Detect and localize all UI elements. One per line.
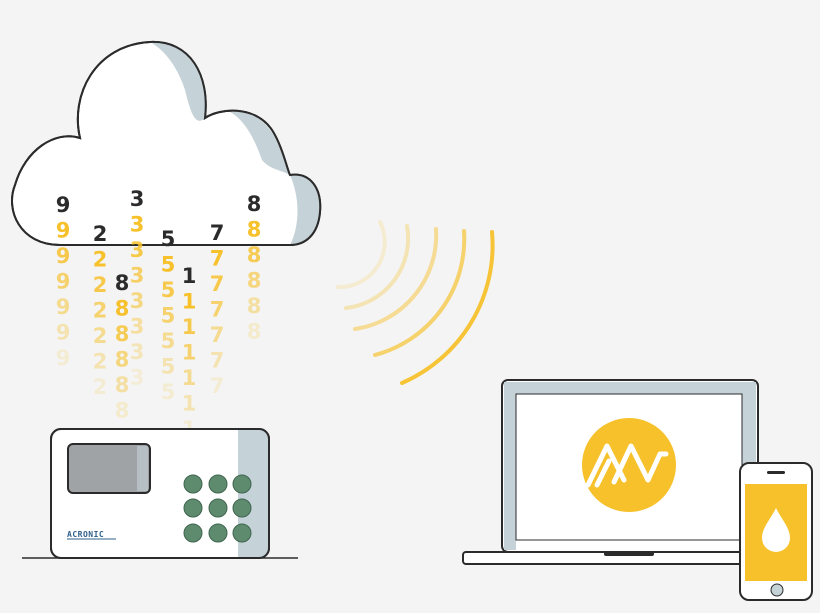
stream-trail-digit: 9	[56, 321, 71, 345]
smartphone-icon	[739, 462, 813, 601]
stream-trail-digit: 8	[115, 297, 130, 321]
stream-trail-digit: 1	[182, 290, 197, 314]
stream-trail-digit: 1	[182, 315, 197, 339]
stream-digit: 1	[182, 264, 197, 288]
stream-trail-digit: 3	[130, 340, 145, 364]
stream-digit: 3	[130, 187, 145, 211]
stream-trail-digit: 7	[210, 298, 225, 322]
stream-trail-digit: 1	[182, 341, 197, 365]
stream-trail-digit: 9	[56, 219, 71, 243]
stream-trail-digit: 2	[93, 324, 108, 348]
stream-trail-digit: 8	[247, 218, 262, 242]
stream-trail-digit: 3	[130, 289, 145, 313]
stream-trail-digit: 3	[130, 213, 145, 237]
stream-trail-digit: 9	[56, 270, 71, 294]
keypad	[183, 474, 252, 543]
stream-trail-digit: 7	[210, 323, 225, 347]
device-screen	[67, 443, 151, 494]
stream-trail-digit: 2	[93, 273, 108, 297]
stream-digit: 8	[115, 271, 130, 295]
stream-trail-digit: 1	[182, 392, 197, 416]
stream-trail-digit: 1	[182, 366, 197, 390]
stream-trail-digit: 5	[161, 304, 176, 328]
stream-digit: 8	[247, 192, 262, 216]
stream-trail-digit: 2	[93, 248, 108, 272]
wifi-signal-icon	[336, 220, 495, 385]
stream-trail-digit: 5	[161, 355, 176, 379]
stream-trail-digit: 3	[130, 315, 145, 339]
stream-trail-digit: 7	[210, 247, 225, 271]
water-drop-icon	[762, 508, 790, 552]
digit-streams: 9999999222222288888833333333555555511111…	[56, 187, 262, 441]
stream-trail-digit: 8	[247, 294, 262, 318]
stream-digit: 9	[56, 193, 71, 217]
stream-trail-digit: 2	[93, 375, 108, 399]
stream-digit: 2	[93, 222, 108, 246]
stream-trail-digit: 7	[210, 374, 225, 398]
stream-trail-digit: 8	[115, 322, 130, 346]
stream-trail-digit: 8	[247, 243, 262, 267]
aw-logo-icon	[582, 418, 676, 512]
device-brand: ACRONIC	[67, 530, 104, 539]
stream-trail-digit: 3	[130, 264, 145, 288]
stream-trail-digit: 5	[161, 253, 176, 277]
stream-trail-digit: 8	[115, 373, 130, 397]
stream-trail-digit: 9	[56, 244, 71, 268]
stream-trail-digit: 2	[93, 350, 108, 374]
laptop-icon	[462, 379, 798, 565]
stream-trail-digit: 9	[56, 346, 71, 370]
irrigation-controller: ACRONIC	[22, 428, 302, 559]
stream-trail-digit: 7	[210, 349, 225, 373]
stream-trail-digit: 8	[115, 348, 130, 372]
stream-trail-digit: 7	[210, 272, 225, 296]
stream-trail-digit: 8	[115, 399, 130, 423]
stream-digit: 5	[161, 227, 176, 251]
stream-trail-digit: 8	[247, 320, 262, 344]
stream-trail-digit: 5	[161, 380, 176, 404]
stream-trail-digit: 5	[161, 278, 176, 302]
stream-trail-digit: 5	[161, 329, 176, 353]
stream-trail-digit: 3	[130, 238, 145, 262]
stream-trail-digit: 8	[247, 269, 262, 293]
cloud-icon	[11, 40, 322, 246]
stream-trail-digit: 9	[56, 295, 71, 319]
stream-trail-digit: 2	[93, 299, 108, 323]
stream-digit: 7	[210, 221, 225, 245]
stream-trail-digit: 3	[130, 366, 145, 390]
